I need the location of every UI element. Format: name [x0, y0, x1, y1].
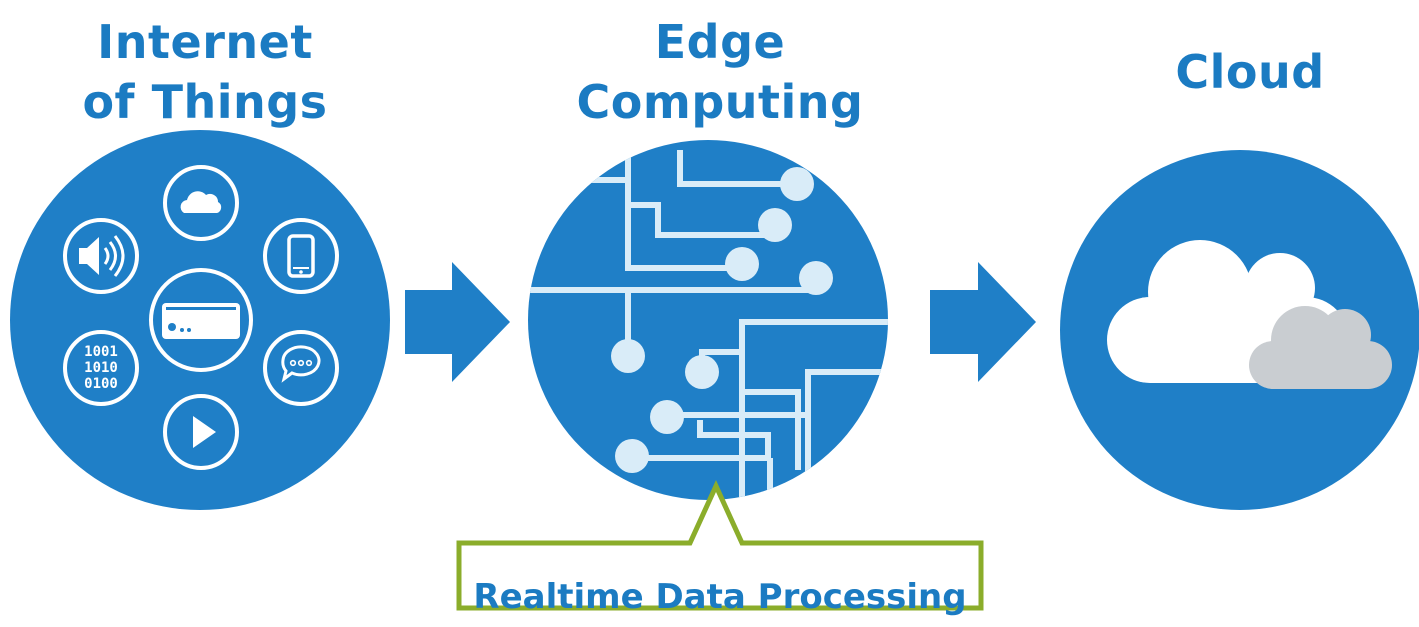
- iot-title-line1: Internet: [97, 15, 313, 69]
- binary-icon: 1001 1010 0100: [63, 330, 139, 406]
- small-grey-cloud-shape: [1249, 306, 1392, 389]
- iot-title: Internet of Things: [55, 12, 355, 132]
- iot-circle-group: 1001 1010 0100: [10, 130, 390, 510]
- arrow-iot-to-edge: [405, 262, 510, 382]
- binary-line-1: 1001: [84, 344, 118, 360]
- binary-line-3: 0100: [84, 376, 118, 392]
- speaker-icon: [63, 218, 139, 294]
- chat-icon: [263, 330, 339, 406]
- phone-icon: [263, 218, 339, 294]
- binary-line-2: 1010: [84, 360, 118, 376]
- cloud-title: Cloud: [1130, 42, 1370, 102]
- edge-title-line2: Computing: [576, 75, 864, 129]
- arrow-edge-to-cloud: [930, 262, 1036, 382]
- edge-title: Edge Computing: [570, 12, 870, 132]
- cloud-circle-group: [1060, 150, 1419, 510]
- callout-label: Realtime Data Processing: [473, 577, 967, 617]
- edge-circle-group: [528, 140, 888, 500]
- cloud-title-text: Cloud: [1175, 45, 1325, 99]
- play-icon: [163, 394, 239, 470]
- cloud-icon: [163, 165, 239, 241]
- edge-title-line1: Edge: [654, 15, 786, 69]
- iot-title-line2: of Things: [82, 75, 328, 129]
- router-icon: [149, 268, 253, 372]
- realtime-callout: [456, 479, 984, 611]
